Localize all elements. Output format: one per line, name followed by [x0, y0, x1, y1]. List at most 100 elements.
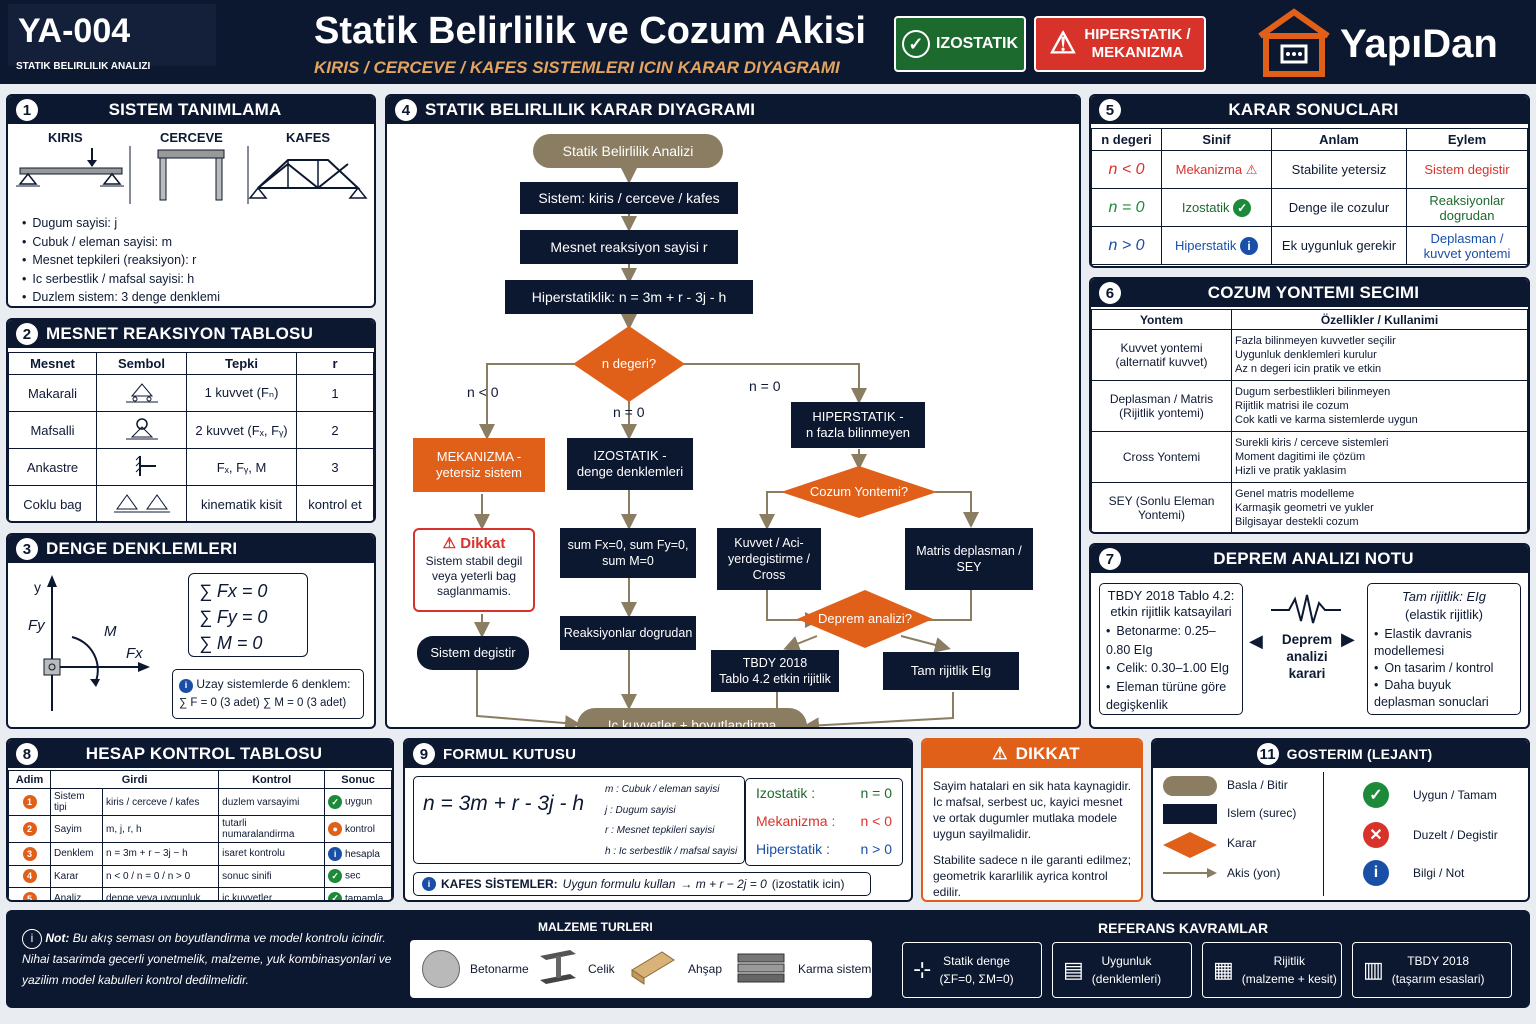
ref-tbdy: ▥ TBDY 2018(taşarım esaslari)	[1352, 942, 1512, 998]
legend-ok-label: Uygun / Tamam	[1413, 788, 1497, 802]
deprem-mid-label: Deprem analizi karari	[1281, 632, 1333, 681]
decision-n	[573, 326, 685, 402]
flow-end: Ic kuvvetler + boyutlandirma	[577, 708, 807, 727]
timber-icon	[631, 951, 675, 985]
flow-sistem-degistir: Sistem degistir	[417, 636, 529, 670]
seismic-wave-icon	[1271, 594, 1341, 624]
deprem-right-box: Tam rijitlik: EIg (elastik rijitlik) Ela…	[1367, 583, 1521, 715]
badge-izostatik: ✓ IZOSTATIK	[894, 16, 1026, 72]
pin-support-icon	[125, 417, 158, 439]
check-icon: ✓	[1363, 782, 1389, 808]
legend-arrow-shape	[1163, 868, 1217, 878]
warning-icon: ⚠	[1049, 27, 1077, 60]
fy-label: Fy	[28, 617, 45, 634]
warning-icon: ⚠	[1245, 161, 1258, 177]
label-kiris: KIRIS	[48, 130, 83, 145]
header-bar	[0, 0, 1536, 84]
composite-icon	[737, 953, 785, 983]
check-icon: ✓	[1233, 198, 1252, 217]
equilibrium-box: ∑ Fx = 0 ∑ Fy = 0 ∑ M = 0	[188, 573, 308, 657]
table-row: SEY (Sonlu Eleman Yontemi)Genel matris m…	[1091, 482, 1528, 532]
reference-title: REFERANS KAVRAMLAR	[1098, 920, 1269, 936]
multi-support-icon	[113, 493, 170, 512]
dikkat-text: Sayim hatalari en sik hata kaynagidir. I…	[933, 779, 1132, 899]
legend-start-label: Basla / Bitir	[1227, 778, 1288, 792]
decision-deprem	[797, 590, 933, 648]
check-icon: ✓	[328, 869, 343, 884]
legend-start-shape	[1163, 776, 1217, 796]
step-number-icon: 4	[22, 869, 37, 884]
info-icon: i	[328, 846, 343, 861]
legend-info-label: Bilgi / Not	[1413, 866, 1465, 880]
deprem-left-box: TBDY 2018 Tablo 4.2: etkin rijitlik kats…	[1099, 583, 1243, 715]
brand-name: YapıDan	[1340, 22, 1498, 66]
check-icon: ✓	[328, 795, 343, 809]
info-icon: i	[22, 928, 42, 949]
decision-n-label: n degeri?	[601, 356, 657, 371]
step-number-icon: 2	[22, 822, 37, 836]
legend-process-shape	[1163, 804, 1217, 824]
flow-hiperstatik: HIPERSTATIK -n fazla bilinmeyen	[791, 402, 925, 448]
flow-kuvvet: Kuvvet / Aci-yerdegistirme /Cross	[717, 528, 821, 590]
step-number-icon: 3	[22, 846, 37, 861]
fx-label: Fx	[126, 645, 143, 662]
doc-code: YA-004	[8, 4, 216, 66]
doc-code-sub: STATIK BELIRLILIK ANALIZI	[16, 62, 151, 72]
flow-mekanizma: MEKANIZMA -yetersiz sistem	[413, 438, 545, 492]
info-icon: i	[179, 678, 193, 693]
legend-divider	[1323, 772, 1324, 896]
table-row: Deplasman / Matris (Rijitlik yontemi)Dug…	[1091, 380, 1528, 432]
ref-uygunluk: ▤ Uygunluk(denklemleri)	[1052, 942, 1192, 998]
document-icon: ▤	[1063, 957, 1084, 982]
check-icon: ✓	[328, 891, 343, 900]
building-icon: ▥	[1363, 957, 1384, 982]
decision-method-label: Cozum Yontemi?	[809, 484, 909, 499]
page-title: Statik Belirlilik ve Cozum Akisi	[314, 10, 866, 52]
concrete-icon	[422, 950, 460, 988]
flow-izostatik: IZOSTATIK -denge denklemleri	[567, 438, 693, 490]
decision-method	[781, 466, 937, 518]
space-note-box: i Uzay sistemlerde 6 denklem: ∑ F = 0 (3…	[172, 669, 364, 719]
table-row: Kuvvet yontemi (alternatif kuvvet)Fazla …	[1091, 329, 1528, 381]
check-icon: ✓	[901, 30, 930, 58]
flow-equations: sum Fx=0, sum Fy=0,sum M=0	[560, 528, 696, 578]
flow-step-system: Sistem: kiris / cerceve / kafes	[520, 182, 738, 214]
label-n-pos: n = 0	[749, 378, 781, 394]
system-vars-list: Dugum sayisi: j Cubuk / eleman sayisi: m…	[10, 214, 370, 306]
force-diagram	[43, 575, 150, 711]
decision-deprem-label: Deprem analizi?	[818, 611, 912, 626]
moment-label: M	[104, 623, 117, 640]
formula-main-box	[413, 776, 745, 864]
kafes-note: i KAFES SİSTEMLER:Uygun formulu kullan→ …	[413, 872, 871, 896]
classification-box: Izostatik :n = 0 Mekanizma :n < 0 Hipers…	[745, 778, 903, 866]
material-ahsap: Ahşap	[688, 962, 723, 976]
arrow-right-icon: ▶	[1341, 629, 1355, 649]
flow-step-reaction: Mesnet reaksiyon sayisi r	[520, 230, 738, 264]
info-icon: i	[422, 877, 436, 891]
warning-icon: ⚠	[442, 535, 457, 552]
flow-step-formula: Hiperstatiklik: n = 3m + r - 3j - h	[505, 280, 753, 314]
label-cerceve: CERCEVE	[160, 130, 223, 145]
structure-icons	[16, 146, 368, 204]
badge-hiperstatik: ⚠ HIPERSTATIK /MEKANIZMA	[1034, 16, 1206, 72]
legend-fix-label: Duzelt / Degistir	[1413, 828, 1498, 842]
flow-matris: Matris deplasman /SEY	[905, 528, 1033, 590]
